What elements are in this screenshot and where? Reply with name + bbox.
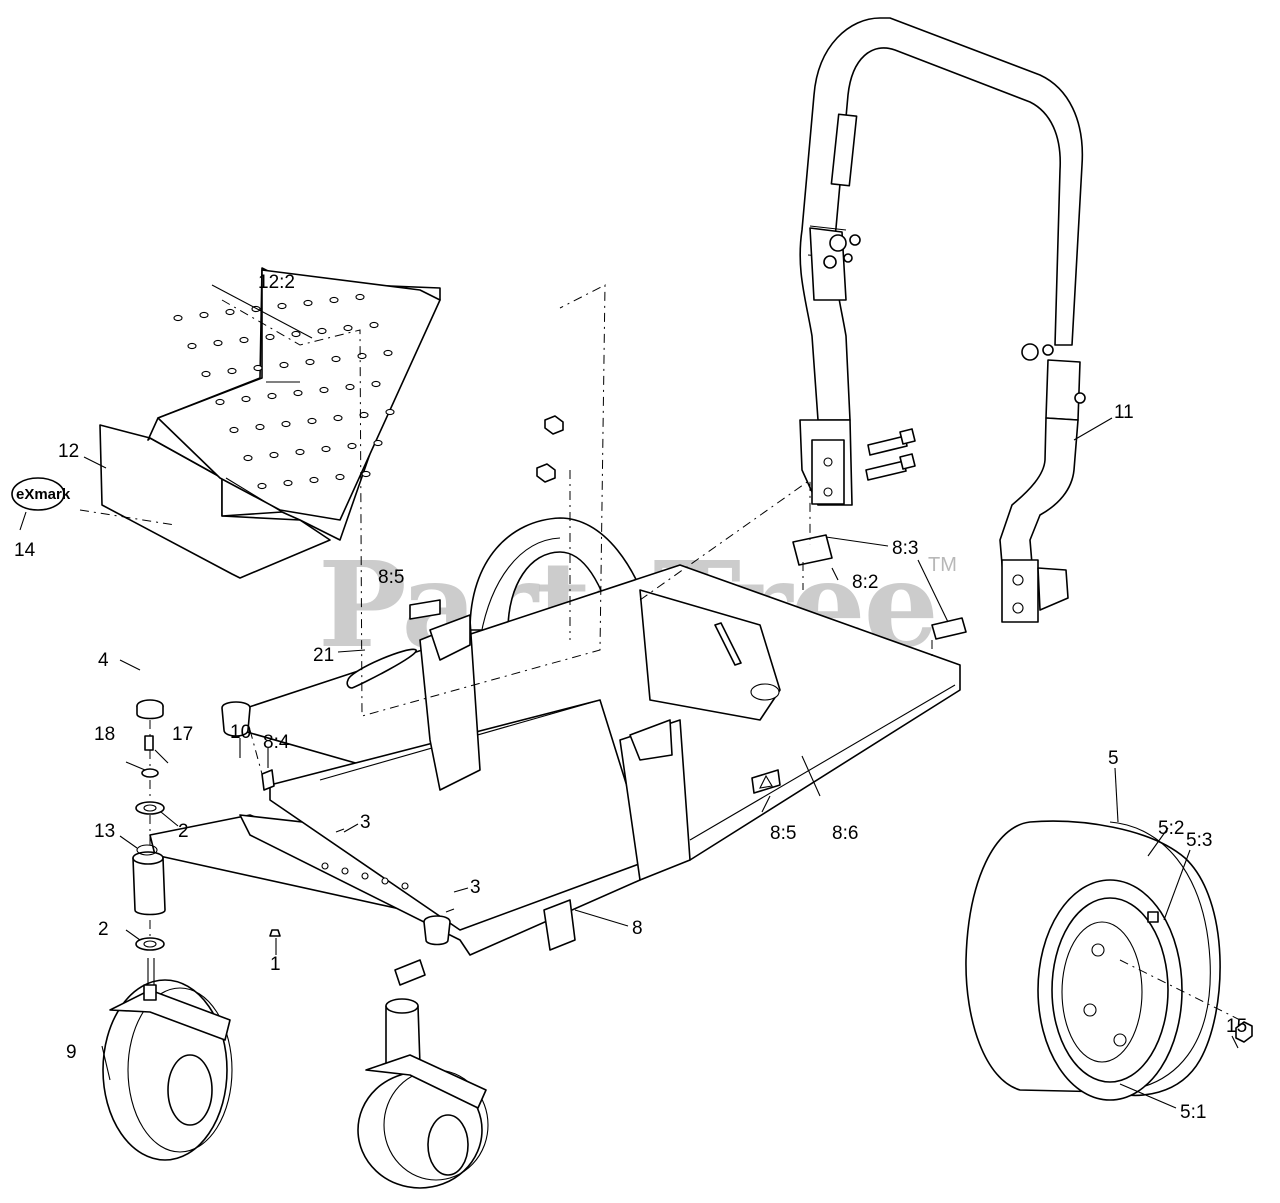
foot-plate-hole [355,293,365,301]
logo-text: eXmark [16,486,71,503]
foot-plate-hole [317,327,327,335]
foot-plate-hole [239,336,249,344]
callout-5-3: 5:3 [1186,830,1212,851]
callout-8-2: 8:2 [852,572,878,593]
callout-18: 18 [94,724,115,745]
foot-plate-hole [307,417,317,425]
callout-2-lower: 2 [98,919,109,940]
callout-21: 21 [313,645,334,666]
callout-4: 4 [98,650,109,671]
foot-plate-hole [383,349,393,357]
foot-plate-hole [291,330,301,338]
foot-plate-hole [371,380,381,388]
callout-2-upper: 2 [178,821,189,842]
foot-plate-hole [385,408,395,416]
foot-plate-hole [343,324,353,332]
main-frame [132,517,967,1072]
caster-wheel-left [102,958,233,1161]
callout-3-left: 3 [360,812,371,833]
foot-plate [99,267,441,579]
foot-plate-hole [347,442,357,450]
callout-8-4: 8:4 [263,732,290,753]
foot-plate-hole [277,302,287,310]
roll-bar [799,17,1086,623]
foot-plate-hole [201,370,211,378]
callout-12-2: 12:2 [258,272,295,293]
foot-plate-hole [187,342,197,350]
foot-plate-hole [255,423,265,431]
callout-8: 8 [632,918,643,939]
foot-plate-hole [369,321,379,329]
foot-plate-hole [309,476,319,484]
callout-8-5-bottom: 8:5 [770,823,796,844]
leader-lines [19,284,1239,1109]
foot-plate-hole [243,454,253,462]
foot-plate-hole [257,482,267,490]
foot-plate-hole [331,355,341,363]
foot-plate-hole [373,439,383,447]
callout-1: 1 [270,954,281,975]
callout-8-5-top: 8:5 [378,567,404,588]
callout-3-right: 3 [470,877,481,898]
foot-plate-hole [329,296,339,304]
foot-plate-hole [335,473,345,481]
foot-plate-hole [229,426,239,434]
foot-plate-hole [215,398,225,406]
foot-plate-hole [267,392,277,400]
foot-plate-hole [361,470,371,478]
foot-plate-hole [227,367,237,375]
callout-10: 10 [230,722,251,743]
callout-11: 11 [1114,402,1134,423]
callout-8-6: 8:6 [832,823,858,844]
foot-plate-hole [199,311,209,319]
callout-labels: 12:2 12 14 8:5 21 4 17 18 2 13 10 8:4 3 … [14,272,1247,1123]
foot-plate-hole [319,386,329,394]
foot-plate-hole [225,308,235,316]
callout-5: 5 [1108,748,1119,769]
foot-plate-hole [265,333,275,341]
callout-5-1: 5:1 [1180,1102,1206,1123]
foot-plate-hole [345,383,355,391]
foot-plate-hole [321,445,331,453]
foot-plate-hole [303,299,313,307]
foot-plate-hole [213,339,223,347]
foot-plate-hole [253,364,263,372]
foot-plate-hole [359,411,369,419]
foot-plate-hole [269,451,279,459]
exmark-logo-decal: eXmark [11,477,71,511]
callout-13: 13 [94,821,115,842]
foot-plate-hole [333,414,343,422]
foot-plate-hole [295,448,305,456]
foot-plate-hole [279,361,289,369]
callout-9: 9 [66,1042,77,1063]
rear-wheel [965,820,1253,1101]
foot-plate-hole [305,358,315,366]
callout-14: 14 [14,540,36,561]
callout-17: 17 [172,724,193,745]
callout-5-2: 5:2 [1158,818,1184,839]
foot-plate-hole [281,420,291,428]
small-hardware [79,284,811,951]
callout-8-3: 8:3 [892,538,918,559]
watermark-trademark: TM [928,554,957,576]
foot-plate-holes [173,293,395,490]
foot-plate-hole [241,395,251,403]
callout-15: 15 [1226,1016,1247,1037]
caster-wheel-right [357,1054,489,1189]
foot-plate-hole [357,352,367,360]
foot-plate-hole [283,479,293,487]
foot-plate-hole [173,314,183,322]
foot-plate-hole [293,389,303,397]
callout-12: 12 [58,441,79,462]
